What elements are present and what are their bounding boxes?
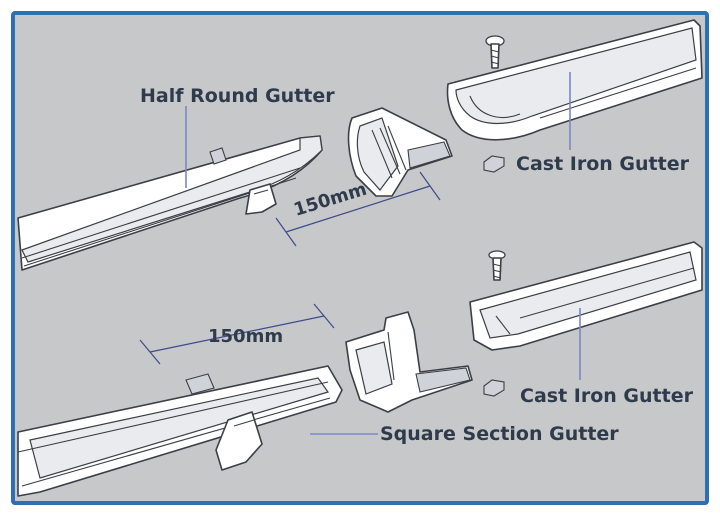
nut-bottom: [483, 379, 505, 397]
label-square-section-gutter: Square Section Gutter: [380, 423, 619, 445]
gutter-bracket-top: [245, 183, 277, 215]
gutter-bracket-bottom: [215, 411, 263, 471]
cast-iron-gutter-bottom-part: [469, 241, 703, 351]
gutter-clip-bottom: [185, 373, 215, 395]
label-cast-iron-gutter-bottom: Cast Iron Gutter: [520, 385, 694, 407]
screw-bottom: [488, 250, 506, 281]
screw-top: [485, 35, 505, 69]
nut-top: [483, 155, 505, 173]
square-section-gutter-part: [17, 365, 343, 497]
dimension-line-bottom: [139, 303, 335, 365]
dimension-label-bottom: 150mm: [208, 326, 283, 347]
gutter-clip-top: [209, 147, 227, 165]
gutter-union-bottom: [345, 311, 473, 413]
cast-iron-gutter-top-part: [446, 19, 703, 141]
label-half-round-gutter: Half Round Gutter: [140, 85, 335, 107]
dimension-line-top: [275, 171, 441, 247]
label-cast-iron-gutter-top: Cast Iron Gutter: [516, 153, 690, 175]
gutter-union-top: [347, 107, 453, 197]
